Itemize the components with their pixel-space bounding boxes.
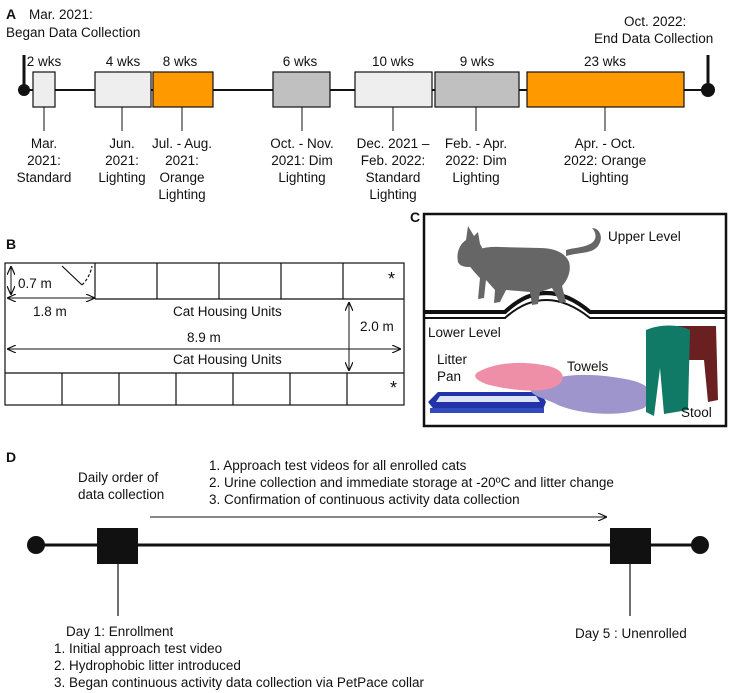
timeline-block-period-label: Lighting (581, 170, 628, 185)
room-width-label: 2.0 m (360, 319, 394, 334)
marker-asterisk-top: * (388, 269, 395, 289)
day5-title: Day 5 : Unenrolled (575, 626, 687, 641)
timeline-block-period-label: Dec. 2021 – (357, 136, 430, 151)
daily-order-line1: Daily order of (78, 470, 159, 485)
litter-pan-label-line2: Pan (437, 369, 461, 384)
timeline-block-period-label: Orange (159, 170, 204, 185)
door-width-label: 0.7 m (18, 276, 52, 291)
timeline-block-period-label: Lighting (158, 187, 205, 202)
stool (646, 325, 718, 416)
towels (475, 362, 652, 414)
day1-marker (97, 528, 138, 564)
cat-silhouette (457, 226, 601, 305)
lower-shelf-edge (424, 299, 726, 319)
daily-order-line2: data collection (78, 487, 164, 502)
timeline-block-period-label: Lighting (452, 170, 499, 185)
timeline-end-line2: End Data Collection (594, 31, 713, 46)
upper-level-label: Upper Level (608, 229, 681, 244)
daily-step-2: 2. Urine collection and immediate storag… (209, 475, 614, 490)
timeline-block (354, 71, 433, 108)
towels-label: Towels (567, 359, 609, 374)
top-units-label: Cat Housing Units (173, 304, 282, 319)
timeline-block-period-label: Feb. - Apr. (445, 136, 507, 151)
panel-b-label: B (6, 236, 16, 252)
timeline-end-dot (701, 83, 715, 97)
timeline-block (434, 71, 520, 108)
daily-step-3: 3. Confirmation of continuous activity d… (209, 492, 520, 507)
corridor-segment-label: 1.8 m (33, 304, 67, 319)
panel-a-label: A (6, 6, 16, 22)
bottom-units-label: Cat Housing Units (173, 352, 282, 367)
timeline-block-period-label: 2021: (165, 153, 199, 168)
timeline-block-period-label: Lighting (98, 170, 145, 185)
timeline-block-period-label: 2022: Dim (445, 153, 507, 168)
timeline-block (94, 71, 152, 108)
timeline-block (32, 71, 56, 108)
day5-marker (610, 528, 651, 564)
protocol-end-dot (691, 536, 709, 554)
timeline-block-period-label: Feb. 2022: (361, 153, 426, 168)
protocol-start-dot (27, 536, 45, 554)
day1-title: Day 1: Enrollment (66, 624, 174, 639)
timeline-block-period-label: Lighting (278, 170, 325, 185)
timeline-block-period-label: Apr. - Oct. (575, 136, 636, 151)
timeline-block-period-label: Oct. - Nov. (270, 136, 334, 151)
panel-c-label: C (410, 209, 420, 225)
timeline-start-line1: Mar. 2021: (29, 7, 93, 22)
day1-step-3: 3. Began continuous activity data collec… (54, 675, 424, 690)
timeline-start-line2: Began Data Collection (6, 25, 140, 40)
timeline-block (526, 71, 685, 108)
stool-label: Stool (681, 405, 712, 420)
room-length-label: 8.9 m (187, 330, 221, 345)
marker-asterisk-bottom: * (390, 378, 397, 398)
timeline-block-period-label: 2021: Dim (271, 153, 333, 168)
timeline-block-period-label: Lighting (369, 187, 416, 202)
lower-level-label: Lower Level (428, 325, 501, 340)
litter-pan (428, 392, 546, 413)
daily-step-1: 1. Approach test videos for all enrolled… (209, 458, 467, 473)
timeline-block-period-label: Jul. - Aug. (152, 136, 212, 151)
timeline-block-duration: 6 wks (283, 54, 318, 69)
room-outline (4, 262, 405, 406)
room-floorplan (4, 262, 405, 406)
timeline-block-period-label: Jun. (109, 136, 135, 151)
timeline-block-duration: 10 wks (372, 54, 414, 69)
timeline-block-period-label: Mar. (31, 136, 57, 151)
timeline-block-period-label: 2022: Orange (564, 153, 647, 168)
timeline-block-duration: 8 wks (163, 54, 198, 69)
door-leaf (61, 265, 83, 286)
timeline-block-period-label: 2021: (27, 153, 61, 168)
panel-d-label: D (6, 449, 16, 465)
timeline-block-period-label: Standard (17, 170, 72, 185)
timeline-block-period-label: Standard (366, 170, 421, 185)
timeline-block-period-label: 2021: (105, 153, 139, 168)
day1-step-2: 2. Hydrophobic litter introduced (54, 658, 241, 673)
timeline-block-duration: 23 wks (584, 54, 626, 69)
timeline-block-duration: 9 wks (460, 54, 495, 69)
upper-shelf (424, 291, 726, 314)
timeline-block (152, 71, 214, 108)
timeline-start-dot (18, 84, 30, 96)
timeline-block-duration: 4 wks (106, 54, 141, 69)
timeline-end-line1: Oct. 2022: (624, 14, 686, 29)
litter-pan-label-line1: Litter (437, 352, 468, 367)
day1-step-1: 1. Initial approach test video (54, 641, 222, 656)
timeline-block-duration: 2 wks (27, 54, 62, 69)
timeline-block (272, 71, 331, 108)
door-swing (81, 265, 93, 286)
